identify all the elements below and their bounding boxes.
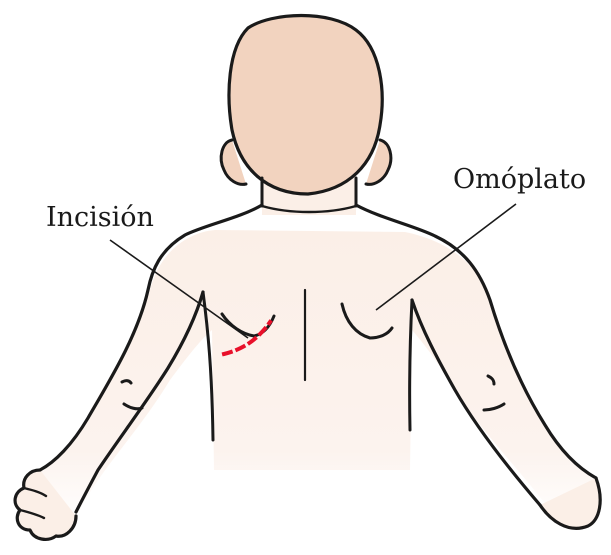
torso-right-side — [410, 300, 412, 430]
incision-label: Incisión — [46, 204, 154, 231]
body-fill — [30, 230, 598, 524]
head — [229, 16, 382, 195]
scapula-label: Omóplato — [453, 166, 586, 193]
